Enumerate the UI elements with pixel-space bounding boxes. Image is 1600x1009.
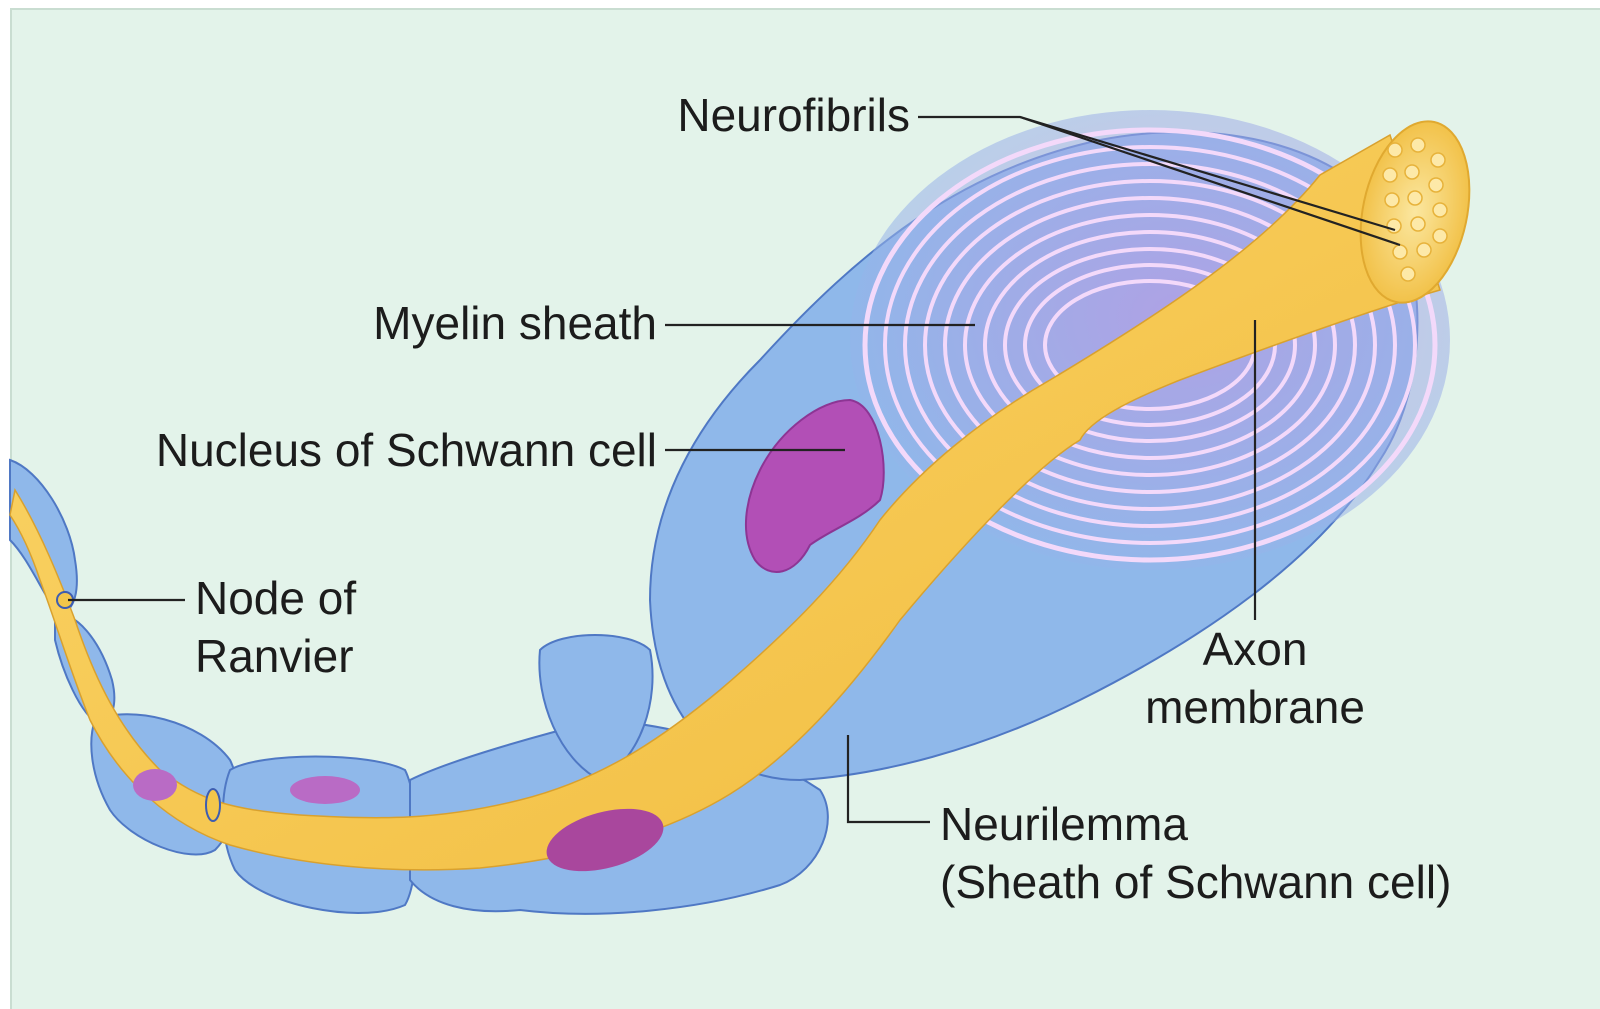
label-node-of-ranvier-line2: Ranvier bbox=[195, 627, 354, 685]
label-axon-membrane-line1: Axon bbox=[1125, 620, 1385, 678]
label-axon-membrane-line2: membrane bbox=[1125, 678, 1385, 736]
label-neurofibrils: Neurofibrils bbox=[640, 86, 910, 144]
nucleus-small-2 bbox=[290, 776, 360, 804]
node-of-ranvier-2 bbox=[206, 789, 220, 821]
nucleus-small-1 bbox=[133, 769, 177, 801]
label-nucleus-of-schwann-cell: Nucleus of Schwann cell bbox=[90, 421, 657, 479]
label-myelin-sheath: Myelin sheath bbox=[300, 294, 657, 352]
label-neurilemma-line2: (Sheath of Schwann cell) bbox=[940, 853, 1451, 911]
label-node-of-ranvier-line1: Node of bbox=[195, 569, 356, 627]
label-neurilemma-line1: Neurilemma bbox=[940, 795, 1188, 853]
